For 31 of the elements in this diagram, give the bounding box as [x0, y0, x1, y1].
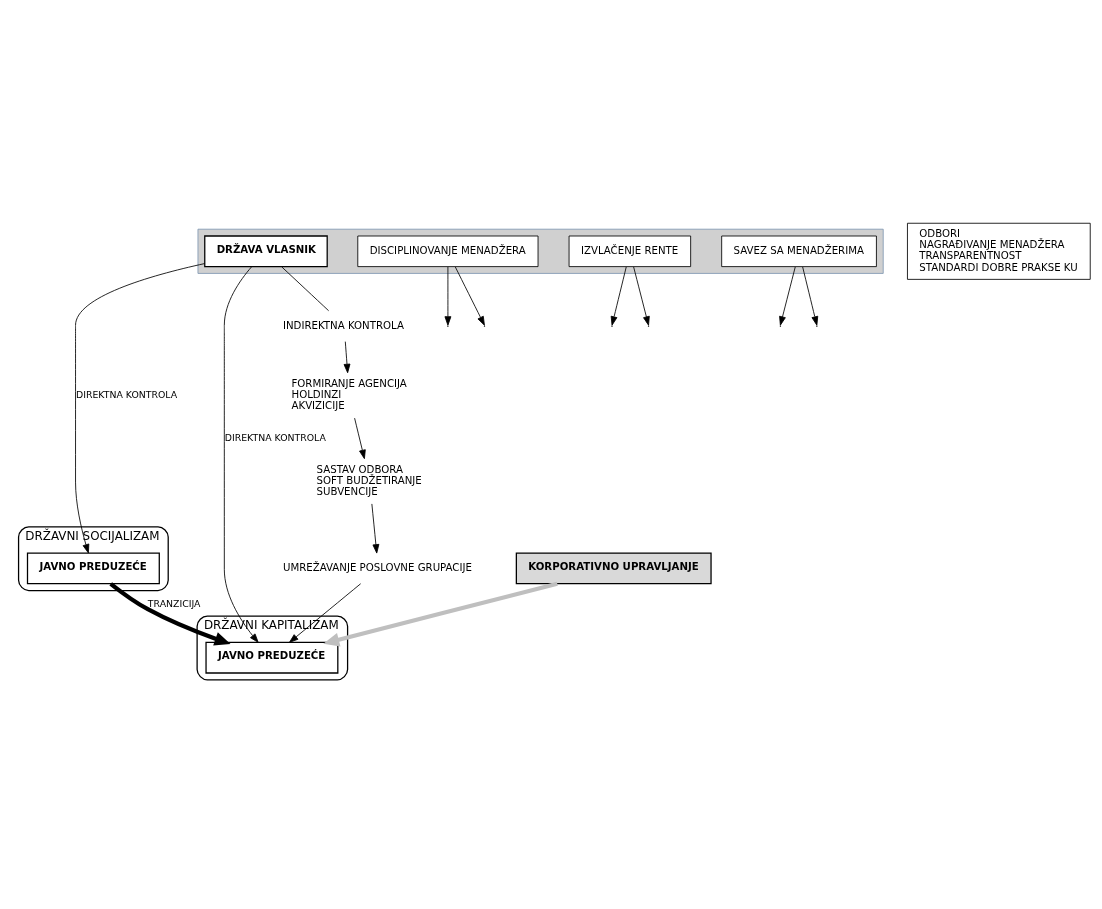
edge-label: DIREKTNA KONTROLA [75, 388, 178, 400]
arrow [223, 266, 259, 643]
node-box: DRŽAVA VLASNIK [204, 235, 328, 268]
node-box: DISCIPLINOVANJE MENADŽERA [357, 235, 539, 268]
node-box: JAVNO PREDUZEĆE [26, 552, 160, 585]
node-text: SASTAV ODBORA SOFT BUDŽETIRANJE SUBVENCIJE [316, 463, 422, 497]
arrow [109, 582, 231, 646]
node-text: UMREŽAVANJE POSLOVNE GRUPACIJE [282, 562, 472, 574]
arrow [610, 266, 627, 326]
node-box: IZVLAČENJE RENTE [568, 235, 692, 268]
node-box: SAVEZ SA MENADŽERIMA [721, 235, 877, 268]
arrow [802, 266, 819, 326]
arrow [444, 266, 452, 326]
arrow [323, 581, 558, 647]
arrow [779, 266, 796, 326]
edge-label: TRANZICIJA [147, 597, 201, 609]
connector [281, 266, 330, 312]
arrow [343, 341, 351, 374]
arrow [633, 266, 650, 326]
node-box: ODBORI NAGRAĐIVANJE MENADŽERA TRANSPARENTNOST STANDARDI DOBRE PRAKSE KU [907, 222, 1091, 280]
cluster [197, 228, 884, 274]
node-box: KORPORATIVNO UPRAVLJANJE [515, 552, 712, 585]
node-text: INDIREKTNA KONTROLA [282, 319, 404, 331]
node-text: FORMIRANJE AGENCIJA HOLDINZI AKVIZICIJE [291, 378, 407, 412]
arrow [289, 583, 362, 643]
arrow [371, 503, 380, 554]
arrow [354, 417, 366, 460]
node-box: JAVNO PREDUZEĆE [205, 641, 339, 674]
arrow [454, 266, 485, 326]
edge-label: DIREKTNA KONTROLA [224, 431, 326, 443]
arrow [75, 263, 206, 554]
